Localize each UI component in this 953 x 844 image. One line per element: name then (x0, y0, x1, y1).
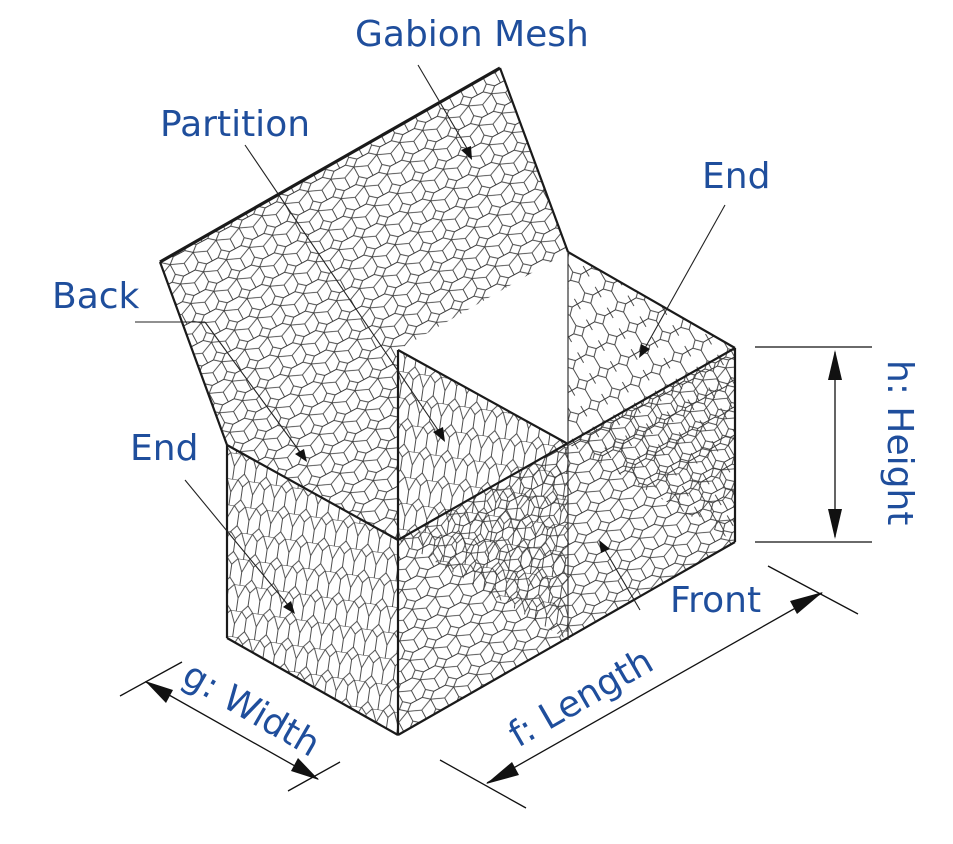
leader-end-right (639, 204, 726, 358)
box-edges (158, 66, 737, 736)
height-dimension (755, 346, 872, 543)
label-partition: Partition (160, 104, 310, 145)
label-height: h: Height (879, 360, 920, 525)
length-dimension (439, 565, 859, 809)
label-front: Front (670, 580, 761, 621)
width-dimension (119, 661, 341, 792)
leader-front (599, 540, 641, 611)
label-end-left: End (130, 428, 198, 469)
leader-gabion-mesh (417, 64, 472, 160)
label-end-right: End (702, 156, 770, 197)
leader-back (135, 321, 307, 462)
label-back: Back (52, 276, 140, 317)
back-panel (160, 68, 568, 540)
leader-end-left (184, 479, 295, 614)
leader-partition (244, 144, 445, 442)
front-panel (398, 348, 735, 735)
label-gabion-mesh: Gabion Mesh (355, 14, 589, 55)
